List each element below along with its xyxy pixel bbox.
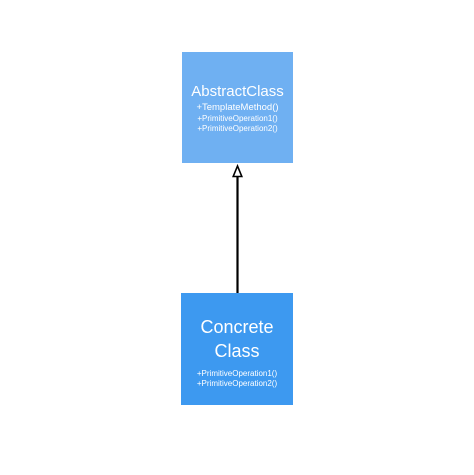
abstract-method-primitive-1: +PrimitiveOperation1() — [197, 114, 278, 123]
concrete-class-name-line1: Concrete — [200, 317, 274, 337]
concrete-class-name-line2: Class — [214, 341, 260, 361]
concrete-method-primitive-2: +PrimitiveOperation2() — [196, 379, 278, 388]
abstract-class-name: AbstractClass — [191, 83, 284, 100]
abstract-method-template: +TemplateMethod() — [196, 102, 279, 113]
concrete-class-box: Concrete Class +PrimitiveOperation1() +P… — [181, 293, 293, 405]
concrete-methods: +PrimitiveOperation1() +PrimitiveOperati… — [181, 369, 293, 389]
abstract-method-primitive-2: +PrimitiveOperation2() — [197, 124, 278, 133]
abstract-class-box: AbstractClass +TemplateMethod() +Primiti… — [182, 52, 293, 163]
inheritance-arrowhead-icon — [232, 163, 243, 178]
concrete-method-primitive-1: +PrimitiveOperation1() — [196, 369, 278, 378]
